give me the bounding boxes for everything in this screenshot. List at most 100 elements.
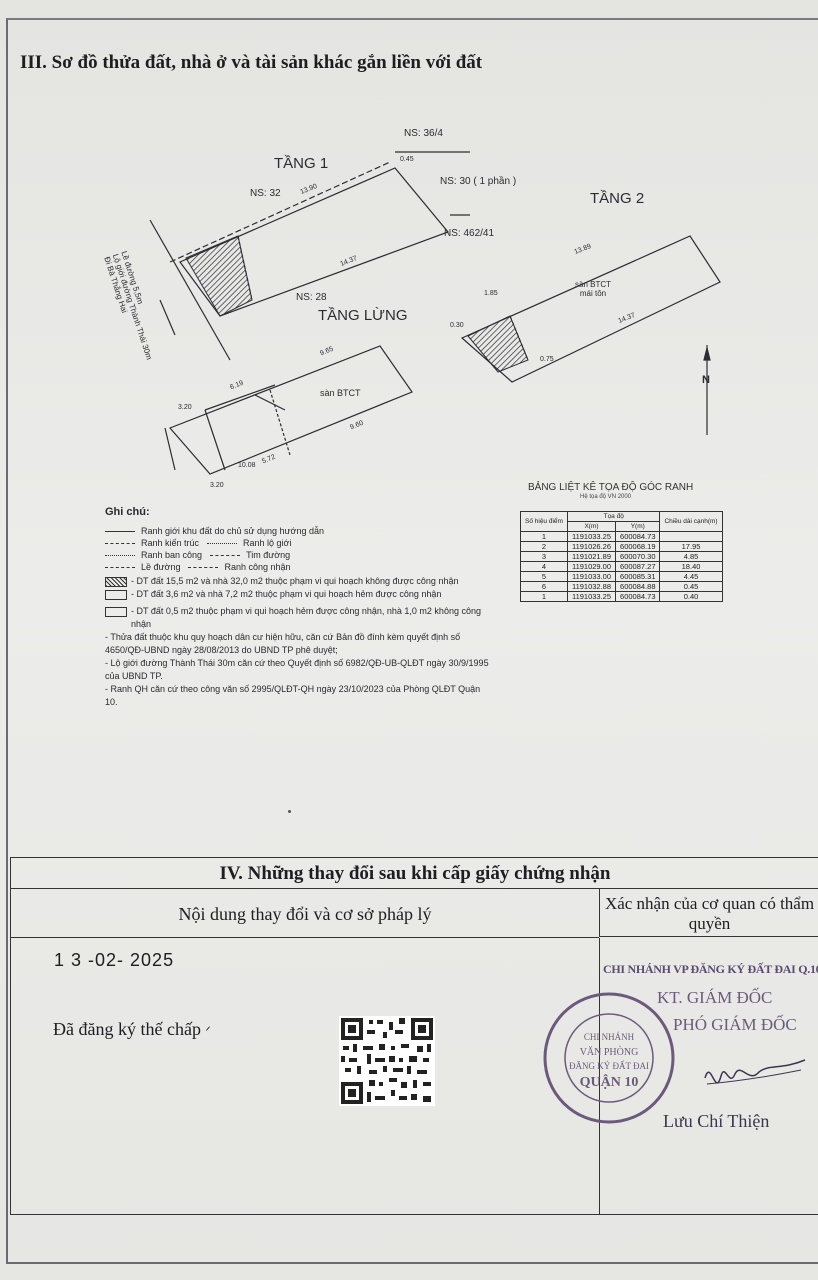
coord-table: Số hiệu điểm Tọa độ Chiều dài cạnh(m) X(… (520, 511, 723, 602)
coord-table-title: BẢNG LIỆT KÊ TỌA ĐỘ GÓC RANH (528, 482, 694, 493)
note-planning-1: - Thửa đất thuộc khu quy hoạch dân cư hi… (105, 632, 461, 655)
coord-cell-x: 1191032.88 (566, 581, 617, 592)
coord-cell-d: 4.85 (659, 551, 723, 562)
change-entry-text: Đã đăng ký thế chấp (53, 1019, 201, 1039)
neighbor-ns-36-4: NS: 36/4 (404, 128, 443, 139)
col-point: Số hiệu điểm (520, 511, 568, 532)
coord-cell-y: 600068.19 (615, 541, 661, 552)
land-plot-diagram (149, 151, 721, 475)
confirm-column (599, 938, 818, 1214)
coord-cell-p: 1 (520, 531, 568, 542)
north-arrow-label: N (702, 374, 710, 386)
coord-cell-y: 600087.27 (615, 561, 661, 572)
dim-3-20: 3.20 (178, 404, 192, 411)
coord-cell-d (659, 531, 723, 542)
neighbor-ns-32: NS: 32 (250, 188, 281, 199)
coord-cell-y: 600070.30 (615, 551, 661, 562)
floor2-label: TẦNG 2 (590, 190, 645, 207)
col-x: X(m) (566, 521, 617, 532)
coord-cell-p: 6 (520, 581, 568, 592)
coord-cell-p: 4 (520, 561, 568, 572)
floor1-hatched-area (185, 235, 253, 317)
coord-cell-d: 18.40 (659, 561, 723, 572)
stamp-line-1: CHI NHÁNH (584, 1032, 635, 1042)
coord-table-subtitle: Hệ tọa độ VN 2000 (580, 494, 632, 500)
notes-heading: Ghi chú: (105, 506, 150, 518)
legend-road-boundary: Ranh lộ giới (243, 537, 292, 548)
note-planning-2: - Lộ giới đường Thành Thái 30m căn cứ th… (105, 658, 489, 681)
dim-0-30: 0.30 (450, 322, 464, 329)
legend-balcony: Ranh ban công (141, 549, 203, 560)
mezzanine-floor-type: sàn BTCT (320, 388, 361, 398)
col-confirm-header-text: Xác nhận của cơ quan có thẩm quyền (604, 894, 815, 933)
coord-cell-x: 1191033.25 (566, 591, 617, 602)
note-area-3: - DT đất 0,5 m2 thuộc phạm vi qui hoạch … (131, 606, 481, 629)
mezzanine-label: TẦNG LỪNG (318, 307, 408, 324)
signatory-title: KT. GIÁM ĐỐC (657, 988, 773, 1007)
branch-name: CHI NHÁNH VP ĐĂNG KÝ ĐẤT ĐAI Q.10 (603, 962, 818, 976)
floor1-label: TẦNG 1 (274, 155, 329, 172)
legend-architecture: Ranh kiến trúc (141, 537, 200, 548)
section-3-title: III. Sơ đồ thửa đất, nhà ở và tài sản kh… (20, 52, 483, 73)
dim-0-75: 0.75 (540, 356, 554, 363)
dim-1-85: 1.85 (484, 290, 498, 297)
coord-cell-d: 17.95 (659, 541, 723, 552)
official-stamp: CHI NHÁNH VĂN PHÒNG ĐĂNG KÝ ĐẤT ĐAI QUẬN… (543, 992, 675, 1124)
coord-cell-x: 1191026.26 (566, 541, 617, 552)
coord-cell-y: 600085.31 (615, 571, 661, 582)
notes-block: Ghi chú: Ranh giới khu đất do chủ sử dụn… (105, 506, 495, 709)
neighbor-ns-28: NS: 28 (296, 292, 327, 303)
legend-recognized: Ranh công nhận (224, 561, 291, 572)
note-area-1: - DT đất 15,5 m2 và nhà 32,0 m2 thuộc ph… (131, 576, 459, 586)
col-changes-header: Nội dung thay đổi và cơ sở pháp lý (11, 889, 599, 938)
check-mark-icon: ᐟ (205, 1024, 211, 1038)
stamp-line-3: ĐĂNG KÝ ĐẤT ĐAI (569, 1061, 649, 1071)
dim-0-45: 0.45 (400, 156, 414, 163)
col-edge: Chiều dài cạnh(m) (659, 511, 723, 532)
dim-3-20-b: 3.20 (210, 482, 224, 489)
coord-cell-x: 1191029.00 (566, 561, 617, 572)
coord-cell-y: 600084.73 (615, 531, 661, 542)
deputy-title: PHÓ GIÁM ĐỐC (673, 1015, 797, 1034)
coord-cell-x: 1191033.25 (566, 531, 617, 542)
legend-curb: Lề đường (141, 561, 181, 572)
paper-speck (288, 810, 291, 813)
col-y: Y(m) (615, 521, 661, 532)
coord-cell-x: 1191033.00 (566, 571, 617, 582)
coord-cell-x: 1191021.89 (566, 551, 617, 562)
change-entry: Đã đăng ký thế chấp ᐟ (53, 1019, 211, 1040)
section-4-title: IV. Những thay đổi sau khi cấp giấy chứn… (11, 858, 818, 889)
legend-boundary: Ranh giới khu đất do chủ sử dụng hướng d… (141, 525, 324, 536)
coord-cell-d: 0.45 (659, 581, 723, 592)
neighbor-ns-462-41: NS: 462/41 (444, 228, 495, 239)
coord-cell-d: 4.45 (659, 571, 723, 582)
floor2-floor-type: sàn BTCT mái tôn (575, 280, 612, 298)
coord-cell-d: 0.40 (659, 591, 723, 602)
dim-10-08: 10.08 (238, 462, 256, 469)
section-4-table: IV. Những thay đổi sau khi cấp giấy chứn… (10, 857, 818, 1215)
coord-cell-y: 600084.73 (615, 591, 661, 602)
coord-cell-y: 600084.88 (615, 581, 661, 592)
note-area-2: - DT đất 3,6 m2 và nhà 7,2 m2 thuộc phạm… (131, 589, 442, 599)
legend-centerline: Tim đường (246, 549, 291, 560)
neighbor-ns-30: NS: 30 ( 1 phần ) (440, 176, 517, 187)
stamp-line-2: VĂN PHÒNG (580, 1046, 639, 1058)
signer-name: Lưu Chí Thiện (663, 1111, 770, 1131)
coord-cell-p: 1 (520, 591, 568, 602)
handwritten-signature (704, 1059, 806, 1085)
coord-cell-p: 5 (520, 571, 568, 582)
mezzanine-outline (168, 345, 413, 475)
floor1-outline (179, 167, 450, 317)
coord-cell-p: 3 (520, 551, 568, 562)
floor2-hatched-area (467, 315, 529, 373)
col-confirm-header: Xác nhận của cơ quan có thẩm quyền (599, 889, 818, 937)
note-planning-3: - Ranh QH căn cứ theo công văn số 2995/Q… (105, 684, 481, 707)
